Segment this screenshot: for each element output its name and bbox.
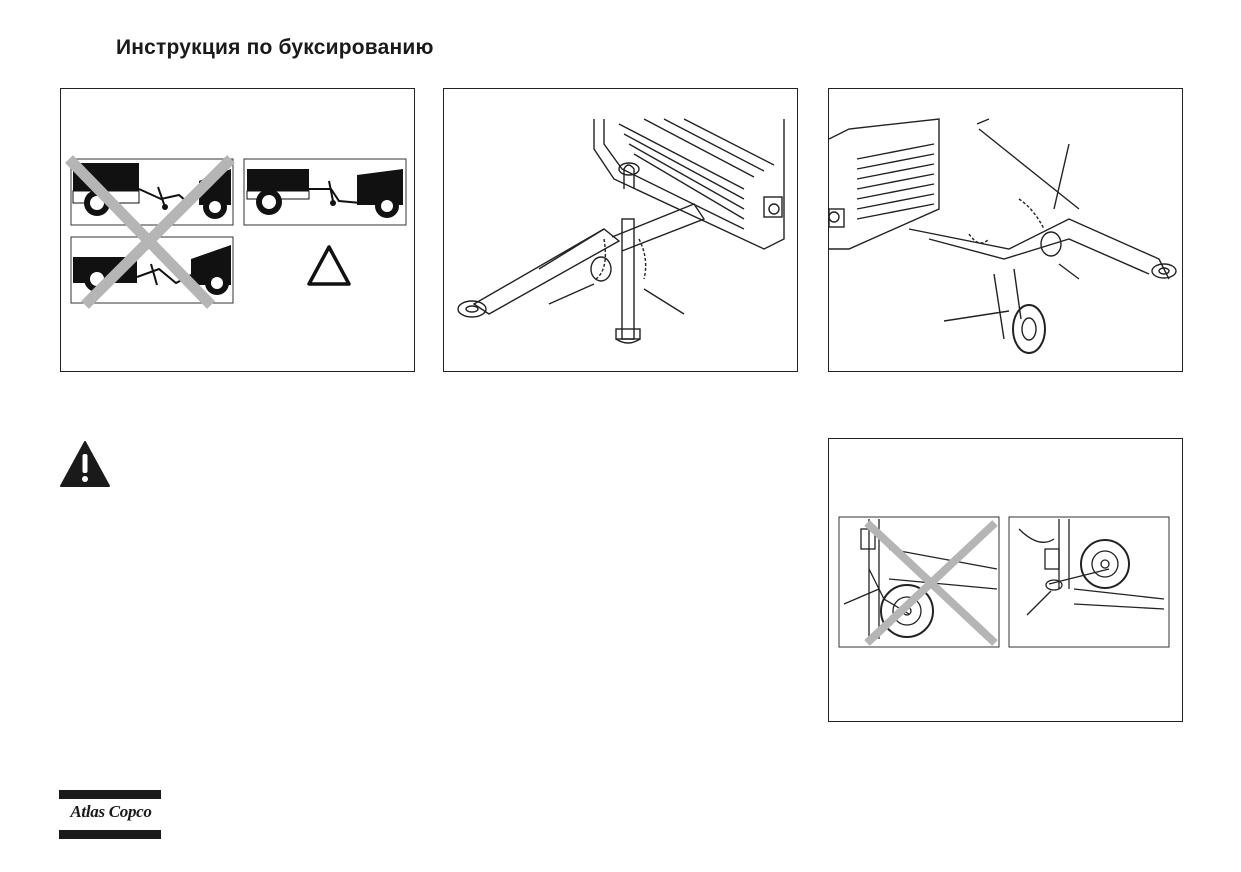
figure-wheel-position: [828, 438, 1183, 722]
figure-towing-positions: [60, 88, 415, 372]
figure-jockey-wheel: [828, 88, 1183, 372]
figure-support-leg: [443, 88, 798, 372]
warning-triangle-icon: [59, 440, 111, 493]
correct-wheel-position: [1008, 516, 1170, 648]
incorrect-wheel-position: [838, 516, 1000, 648]
triangle-icon: [307, 245, 351, 286]
correct-position: [243, 158, 407, 226]
logo-bottom-bar: [59, 830, 161, 839]
cross-mark-icon: [864, 520, 998, 646]
jockey-wheel-position-icon: [838, 516, 1170, 648]
cross-mark-icon: [65, 155, 235, 309]
page-title: Инструкция по буксированию: [116, 36, 434, 59]
jockey-wheel-support-icon: [457, 118, 785, 344]
towing-positions-icon: [65, 155, 407, 309]
drawbar-jockey-wheel-icon: [829, 118, 1177, 354]
logo-top-bar: [59, 790, 161, 799]
atlas-copco-logo: Atlas Copco: [59, 790, 161, 840]
logo-text: Atlas Copco: [70, 802, 152, 821]
